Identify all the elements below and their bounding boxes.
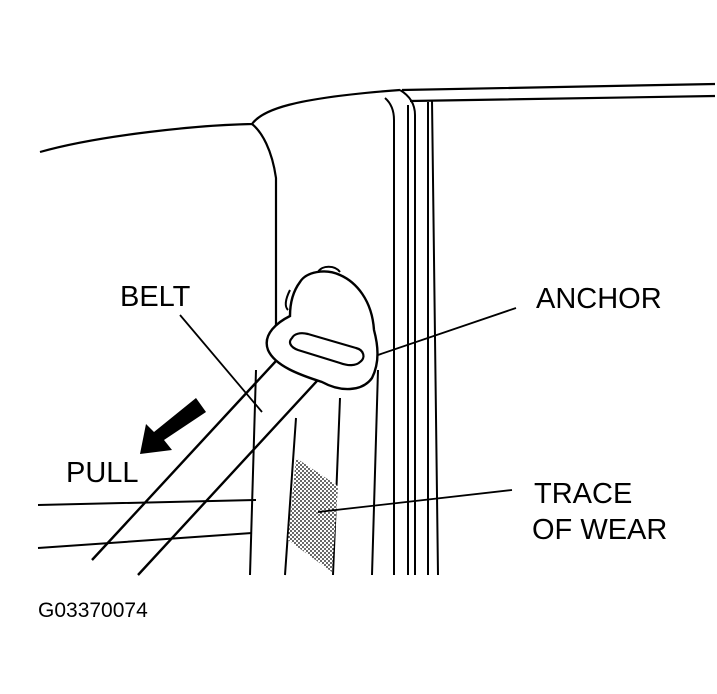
- anchor-slot: [288, 332, 365, 367]
- trace-label-line1: TRACE: [534, 478, 632, 510]
- anchor-bolt: [317, 265, 341, 273]
- seat-top-outline: [39, 88, 401, 154]
- anchor-label: ANCHOR: [536, 283, 662, 315]
- anchor-leader-line: [377, 307, 517, 356]
- belt-label: BELT: [120, 281, 191, 313]
- pull-label: PULL: [66, 457, 139, 489]
- figure-code: G03370074: [38, 599, 148, 622]
- anchor-tab: [284, 289, 291, 311]
- belt-leader-line: [179, 314, 263, 413]
- pillar-trim: [249, 369, 379, 576]
- belt-strap: [91, 347, 341, 576]
- anchor-body: [265, 270, 379, 391]
- roof-line: [401, 82, 716, 103]
- pull-arrow-icon: [140, 398, 206, 454]
- pillar-outline: [384, 89, 439, 576]
- trace-of-wear-patch: [288, 458, 338, 572]
- trace-label-line2: OF WEAR: [532, 514, 667, 546]
- seat-cushion-lines: [37, 499, 257, 549]
- trace-leader-line: [317, 489, 513, 513]
- seat-back-edge: [251, 123, 278, 360]
